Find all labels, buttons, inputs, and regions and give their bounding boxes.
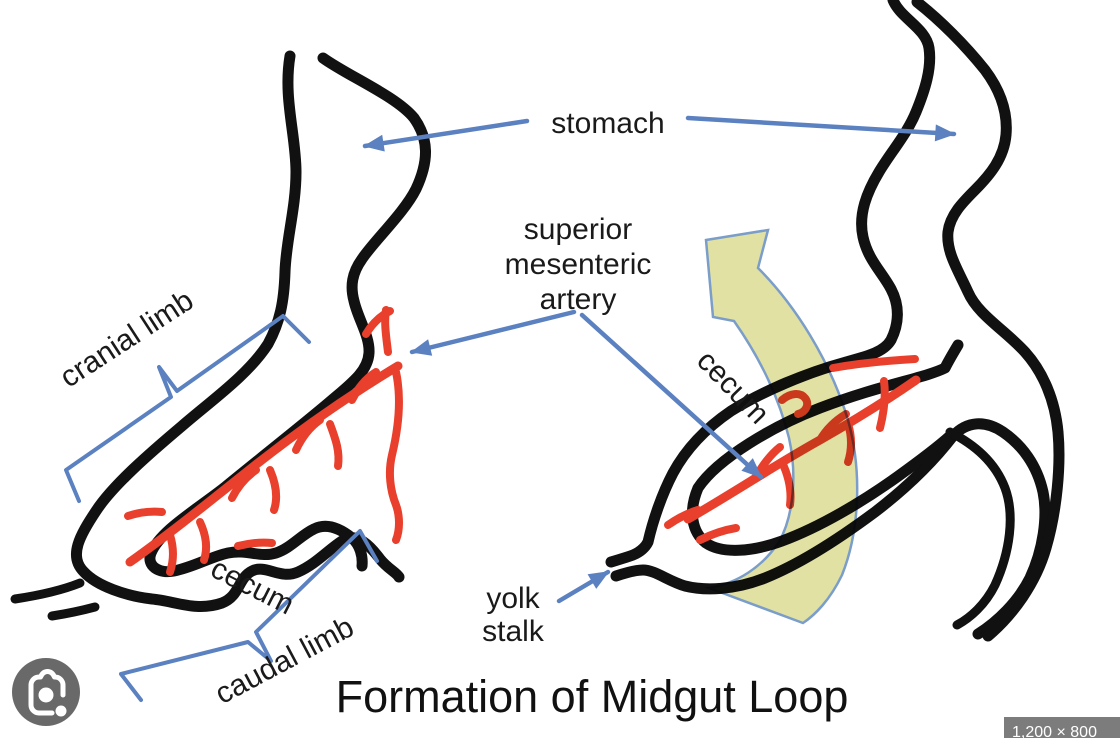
cranial-limb-bracket (64, 314, 311, 503)
diagram-title: Formation of Midgut Loop (336, 671, 849, 722)
badge-dimensions-text: 1,200 × 800 (1012, 724, 1097, 738)
right-gut-figure (605, 0, 1065, 642)
callout-arrows (64, 115, 957, 702)
left-gut-outer-wall (70, 50, 405, 612)
left-yolk-tail-lower (47, 602, 100, 621)
right-gut-left-wall (605, 0, 936, 568)
sma-arrow-right (579, 312, 764, 480)
stomach-arrow-right (685, 115, 957, 142)
stomach-label: stomach (551, 107, 664, 140)
google-lens-button[interactable] (12, 658, 80, 726)
google-lens-camera-icon (28, 669, 67, 717)
right-gut-right-wall (911, 0, 1065, 642)
rotation-direction-arrow (704, 228, 859, 625)
right-gut-descending-inner-wall (945, 427, 1015, 630)
sma-arrow-left (409, 309, 577, 356)
svg-text:yolk: yolk (486, 582, 540, 615)
cecum-label-left: cecum (205, 552, 299, 622)
left-yolk-tail-upper (10, 578, 85, 604)
yolk-stalk-arrow (556, 569, 611, 604)
badge-background (1004, 717, 1120, 738)
svg-text:mesenteric: mesenteric (505, 248, 652, 281)
left-gut-figure (10, 50, 431, 621)
stomach-arrow-left (362, 118, 530, 152)
cranial-limb-label: cranial limb (54, 284, 199, 394)
image-dimensions-badge: 1,200 × 800 (1004, 717, 1120, 738)
left-sma-artery (124, 306, 403, 576)
svg-text:superior: superior (524, 213, 632, 246)
svg-text:artery: artery (540, 283, 617, 316)
svg-text:stalk: stalk (482, 615, 545, 648)
yolk-stalk-label: yolk stalk (482, 582, 545, 648)
superior-mesenteric-artery-label: superior mesenteric artery (505, 213, 652, 316)
caudal-limb-bracket (119, 529, 379, 702)
right-gut-loop-bottom-wall (610, 418, 1051, 640)
